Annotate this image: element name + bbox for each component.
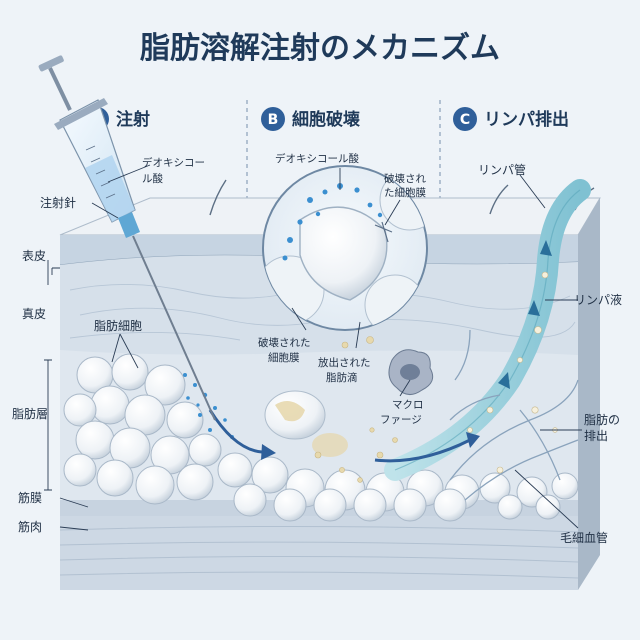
label-macrophage-1: マクロ xyxy=(392,399,424,411)
label-needle: 注射針 xyxy=(40,195,76,210)
label-muscle: 筋肉 xyxy=(18,519,42,534)
label-macrophage-2: ファージ xyxy=(380,414,422,426)
section-a-label: 注射 xyxy=(116,109,150,130)
label-fascia: 筋膜 xyxy=(18,490,42,505)
section-c-label: リンパ排出 xyxy=(484,109,569,130)
fat-cell xyxy=(433,488,467,522)
section-c-header: C リンパ排出 xyxy=(453,107,569,131)
muscle-layer xyxy=(60,516,578,590)
section-b-header: B 細胞破壊 xyxy=(261,107,361,131)
fat-cell xyxy=(176,463,214,501)
label-broken-membrane-1: 破壊された xyxy=(258,336,311,349)
page-title: 脂肪溶解注射のメカニズム xyxy=(140,31,500,66)
fat-cell xyxy=(497,494,523,520)
fat-cell xyxy=(393,488,427,522)
fat-cell xyxy=(111,353,149,391)
lymph-vessel-group xyxy=(384,179,591,481)
badge-c-letter: C xyxy=(460,112,470,128)
label-broken-membrane-top-1: 破壊され xyxy=(384,172,426,185)
label-released-fat-2: 脂肪滴 xyxy=(326,371,358,384)
label-syringe-drug-1: デオキシコー xyxy=(142,156,205,169)
syringe-needle xyxy=(132,235,216,421)
fat-cell xyxy=(144,364,186,406)
label-lymph-vessel: リンパ管 xyxy=(478,162,526,177)
fat-cell xyxy=(251,456,289,494)
fat-cell xyxy=(551,472,579,500)
leader-lines xyxy=(44,164,582,531)
badge-b xyxy=(261,107,285,131)
label-broken-membrane-2: 細胞膜 xyxy=(268,351,300,364)
fat-cell xyxy=(166,401,204,439)
fat-cell xyxy=(353,488,387,522)
fat-cell xyxy=(217,452,253,488)
syringe xyxy=(38,55,216,421)
lymph-fat-droplets xyxy=(467,271,558,474)
fat-cell xyxy=(273,488,307,522)
label-fat-layer: 脂肪層 xyxy=(12,406,48,421)
fat-cell xyxy=(188,433,222,467)
fat-cell xyxy=(75,420,115,460)
label-lymph-fluid: リンパ液 xyxy=(574,292,622,307)
fat-cell-cluster xyxy=(63,353,579,522)
section-b-label: 細胞破壊 xyxy=(292,109,361,130)
macrophage xyxy=(388,349,434,395)
label-fat-excretion-1: 脂肪の xyxy=(584,412,620,427)
label-capillary: 毛細血管 xyxy=(560,530,608,545)
fat-cell xyxy=(535,494,561,520)
fat-cell xyxy=(233,483,267,517)
label-fat-excretion-2: 排出 xyxy=(584,429,608,443)
label-epidermis: 表皮 xyxy=(22,249,46,263)
label-released-fat-1: 放出された xyxy=(318,356,371,369)
fat-cell xyxy=(90,385,130,425)
label-syringe-drug-2: ル酸 xyxy=(142,172,163,185)
muscle-fibers xyxy=(59,525,579,579)
fat-cell xyxy=(63,453,97,487)
label-dermis: 真皮 xyxy=(22,307,46,321)
zoom-inset xyxy=(262,165,428,331)
drain-flow-arrow xyxy=(374,438,471,463)
labels: デオキシコー ル酸 注射針 表皮 真皮 脂肪細胞 脂肪層 筋膜 筋肉 デオキシコ… xyxy=(12,152,622,545)
label-broken-membrane-top-2: た細胞膜 xyxy=(384,186,426,199)
label-fat-cell: 脂肪細胞 xyxy=(94,318,142,333)
syringe-plunger xyxy=(48,67,72,111)
badge-b-letter: B xyxy=(268,112,279,128)
badge-c xyxy=(453,107,477,131)
fat-cell xyxy=(135,465,175,505)
skin-side-face xyxy=(578,198,600,590)
ruptured-cells xyxy=(264,390,348,457)
fat-cell xyxy=(313,488,347,522)
lymph-flow-arrows xyxy=(498,240,552,389)
fat-cell xyxy=(96,459,134,497)
label-zoom-drug: デオキシコール酸 xyxy=(275,152,359,165)
fat-cell xyxy=(63,393,97,427)
capillary-network xyxy=(449,329,579,501)
